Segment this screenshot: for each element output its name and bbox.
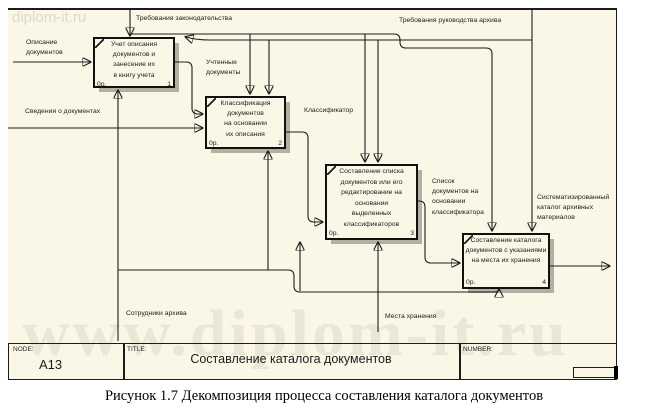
arrow-mgmt-into-box1-corner [186, 37, 532, 40]
activity-box-4-cost: 0р. [466, 279, 476, 286]
watermark-small: diplom-it.ru [12, 9, 87, 26]
label-systematized-catalog: Систематизированный каталог архивных мат… [537, 194, 610, 222]
activity-box-1-cost: 0р. [97, 80, 107, 88]
label-legislation-requirements: Требования законодательства [136, 15, 232, 22]
activity-box-3-title: Составление списка документов или его ре… [339, 168, 404, 228]
line-staff-branch-to-box4 [118, 269, 499, 292]
label-registered-docs: Учтенные документы [206, 59, 241, 77]
activity-box-1-title: Учет описания документов и занесение их … [110, 41, 158, 79]
number-field-label: NUMBER: [463, 346, 493, 353]
arrow-doc-list-box3-to-box4 [418, 200, 459, 263]
activity-box-1-number: 1 [167, 80, 171, 88]
label-doc-info: Сведения о документах [25, 108, 101, 115]
activity-box-2: Классификация документов на основании их… [205, 96, 286, 149]
activity-box-2-number: 2 [278, 139, 282, 147]
watermark-large: www.diplom-it.ru [22, 297, 569, 370]
diagram-title: Составление каталога документов [190, 352, 392, 366]
arrow-registered-docs-box1-to-box2 [175, 61, 202, 114]
figure-caption: Рисунок 1.7 Декомпозиция процесса состав… [104, 388, 544, 404]
activity-box-4-title: Составление каталога документов с указан… [465, 237, 547, 265]
activity-box-1: Учет описания документов и занесение их … [93, 37, 175, 88]
line-legislation-trunk-to-box4 [130, 33, 492, 230]
arrow-classifier-box2-to-box3 [286, 131, 322, 222]
activity-box-3-cost: 0р. [329, 230, 339, 238]
title-bar: NODE: TITLE: NUMBER: A13 Составление кат… [8, 343, 618, 380]
label-classifier: Классификатор [304, 107, 354, 114]
node-value: A13 [39, 357, 63, 372]
activity-box-3-number: 3 [410, 230, 414, 238]
activity-box-4: Составление каталога документов с указан… [462, 233, 550, 289]
activity-box-2-cost: 0р. [209, 139, 219, 147]
label-doc-description: Описание документов [26, 39, 63, 57]
activity-box-2-title: Классификация документов на основании их… [220, 100, 271, 138]
title-bar-divider-2 [459, 344, 461, 379]
title-bar-divider-1 [123, 344, 125, 379]
node-field-label: NODE: [13, 346, 34, 353]
label-storage-places: Места хранения [385, 313, 437, 320]
corner-tick-mark [614, 366, 618, 379]
label-archive-staff: Сотрудники архива [126, 310, 187, 317]
label-archive-management-requirements: Требования руководства архива [399, 17, 502, 24]
title-field-label: TITLE: [127, 346, 147, 353]
activity-box-4-number: 4 [542, 279, 546, 286]
label-doc-list: Список документов на основании классифик… [432, 178, 484, 216]
activity-box-3: Составление списка документов или его ре… [325, 164, 418, 240]
